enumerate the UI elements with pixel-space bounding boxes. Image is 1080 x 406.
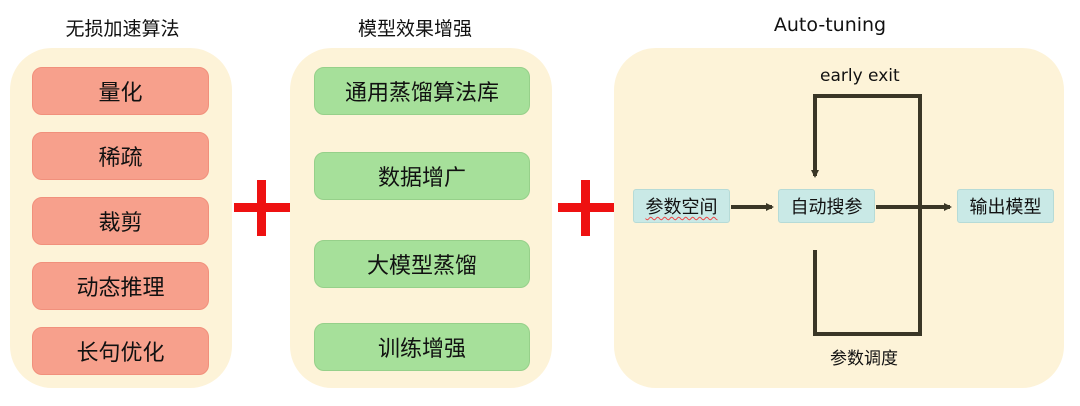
box-pruning: 裁剪 [32, 197, 209, 245]
box-auto-search: 自动搜参 [778, 189, 875, 223]
label-early-exit: early exit [820, 66, 900, 86]
column-title-acceleration: 无损加速算法 [65, 18, 180, 40]
schedule-loop [813, 207, 922, 336]
label-param-schedule: 参数调度 [830, 349, 898, 369]
box-output-model: 输出模型 [957, 189, 1054, 223]
box-dynamic-inference: 动态推理 [32, 262, 209, 310]
param-space-label: 参数空间 [645, 197, 718, 218]
box-large-model-distillation: 大模型蒸馏 [314, 240, 530, 288]
box-distillation-library: 通用蒸馏算法库 [314, 67, 530, 115]
box-data-augmentation: 数据增广 [314, 152, 530, 200]
box-training-enhancement: 训练增强 [314, 323, 530, 371]
plus-icon [558, 180, 614, 236]
column-title-autotuning: Auto-tuning [773, 14, 887, 36]
plus-icon [234, 180, 290, 236]
box-quantization: 量化 [32, 67, 209, 115]
early-exit-loop [811, 94, 922, 207]
box-param-space: 参数空间 [633, 189, 730, 223]
column-title-enhancement: 模型效果增强 [357, 18, 472, 40]
box-sparsity: 稀疏 [32, 132, 209, 180]
box-long-sentence: 长句优化 [32, 327, 209, 375]
